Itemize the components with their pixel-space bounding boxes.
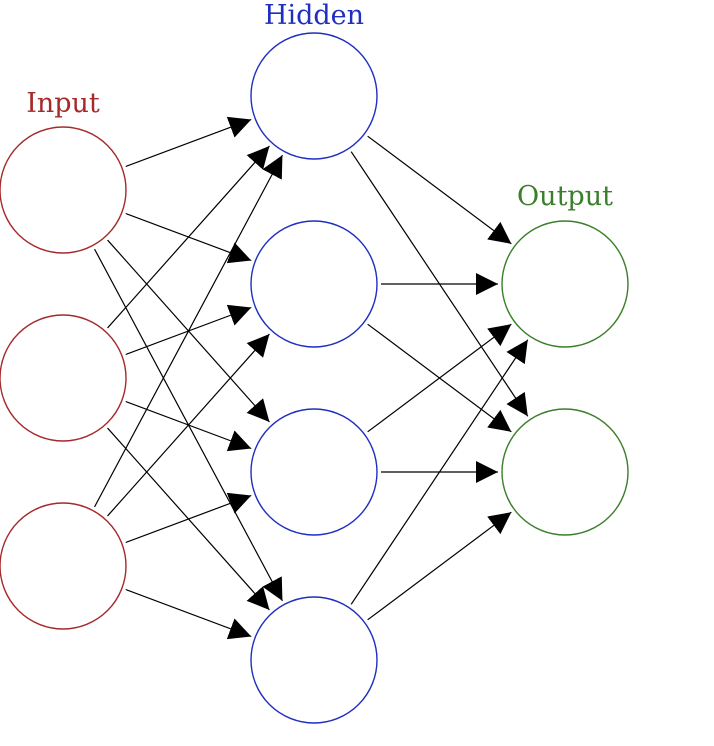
hidden-neuron-2 (250, 220, 378, 348)
edge-input1-to-hidden1 (125, 116, 252, 168)
edge-input3-to-hidden4 (125, 588, 252, 640)
input-neuron-3 (0, 502, 127, 630)
edge-hidden4-to-output1 (350, 339, 529, 605)
input-neuron-2 (0, 314, 127, 442)
connections (94, 116, 529, 640)
edge-hidden1-to-output1 (367, 135, 512, 245)
edge-input3-to-hidden1 (94, 154, 283, 508)
input-layer-label: Input (26, 88, 100, 119)
output-neuron-1 (501, 220, 629, 348)
hidden-neuron-3 (250, 408, 378, 536)
edge-input3-to-hidden3 (125, 492, 252, 544)
edge-input2-to-hidden1 (107, 145, 270, 329)
edge-hidden3-to-output1 (367, 323, 512, 433)
output-layer-label: Output (517, 181, 613, 212)
edge-input3-to-hidden2 (107, 333, 270, 517)
hidden-layer-label: Hidden (264, 0, 364, 31)
hidden-neuron-1 (250, 32, 378, 160)
input-neuron-1 (0, 126, 127, 254)
neurons (0, 32, 629, 724)
hidden-neuron-4 (250, 596, 378, 724)
output-neuron-2 (501, 408, 629, 536)
edge-hidden4-to-output2 (367, 511, 512, 621)
